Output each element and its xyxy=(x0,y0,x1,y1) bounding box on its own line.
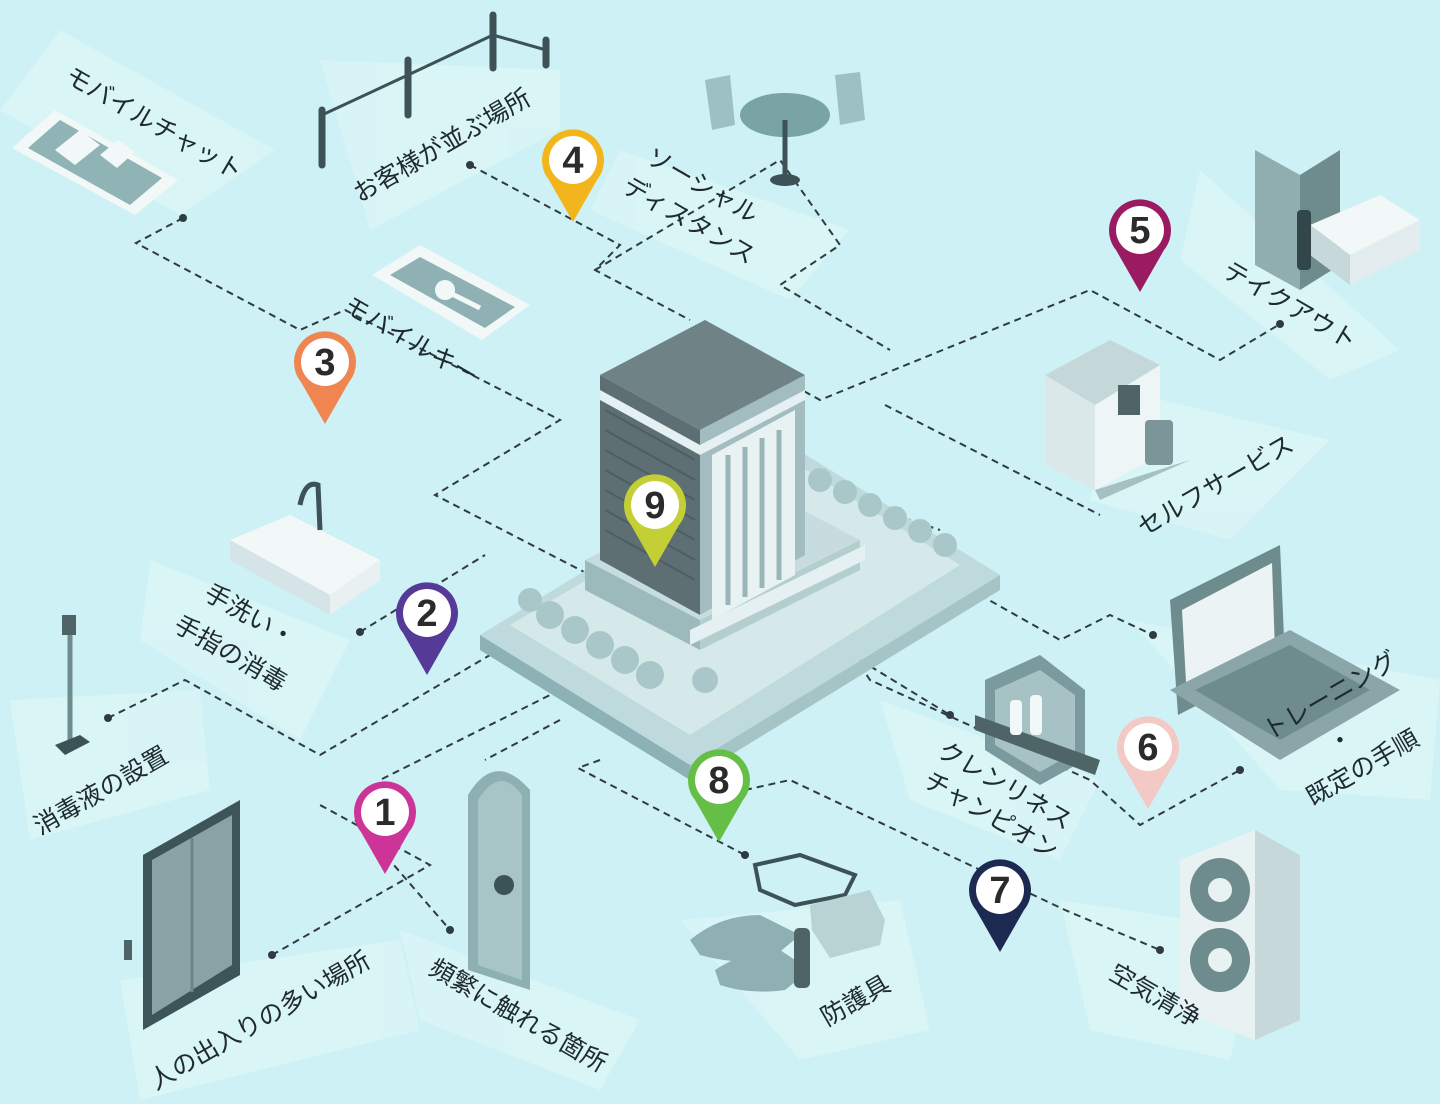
pin-8: 8 xyxy=(687,749,750,842)
coffee-machine-icon xyxy=(1045,340,1190,500)
queue-barrier-icon xyxy=(318,11,550,169)
pin-number: 8 xyxy=(708,760,729,802)
pin-4: 4 xyxy=(542,129,604,222)
pin-badge xyxy=(695,756,743,804)
elevator-icon xyxy=(124,800,240,1030)
pin-badge xyxy=(403,589,451,637)
table-chairs-icon xyxy=(705,72,865,186)
pin-2: 2 xyxy=(395,582,458,675)
mobile-chat-icon xyxy=(12,110,178,215)
mobile-key-icon xyxy=(372,245,530,340)
pin-number: 3 xyxy=(314,342,335,384)
pin-badge xyxy=(301,338,349,386)
pin-badge xyxy=(1124,723,1172,771)
pin-number: 4 xyxy=(562,140,583,182)
pin-3: 3 xyxy=(294,331,356,424)
connector-dots xyxy=(104,161,1284,959)
pin-5: 5 xyxy=(1108,199,1171,292)
pin-number: 7 xyxy=(989,870,1010,912)
pin-badge xyxy=(976,866,1024,914)
pin-badge xyxy=(631,481,679,529)
pin-9: 9 xyxy=(624,474,686,567)
pin-number: 6 xyxy=(1137,727,1158,769)
ppe-icon xyxy=(690,852,885,992)
pin-7: 7 xyxy=(969,859,1031,952)
sink-icon xyxy=(230,481,380,615)
pin-badge xyxy=(1116,206,1164,254)
takeout-bag-icon xyxy=(1255,150,1420,290)
air-purifier-icon xyxy=(1180,830,1300,1040)
cleanliness-badge-icon xyxy=(975,655,1100,785)
pin-number: 9 xyxy=(644,485,665,527)
sanitizer-stand-icon xyxy=(55,615,90,755)
central-building xyxy=(480,320,1000,780)
pin-1: 1 xyxy=(354,781,416,874)
pins: 1 2 3 4 5 6 7 8 9 xyxy=(294,129,1179,952)
laptop-icon xyxy=(1170,545,1400,760)
pin-number: 5 xyxy=(1129,210,1150,252)
pin-number: 1 xyxy=(374,792,395,834)
pin-badge xyxy=(361,788,409,836)
pin-badge xyxy=(549,136,597,184)
pin-6: 6 xyxy=(1116,716,1179,809)
pin-number: 2 xyxy=(416,593,437,635)
door-icon xyxy=(468,771,530,990)
